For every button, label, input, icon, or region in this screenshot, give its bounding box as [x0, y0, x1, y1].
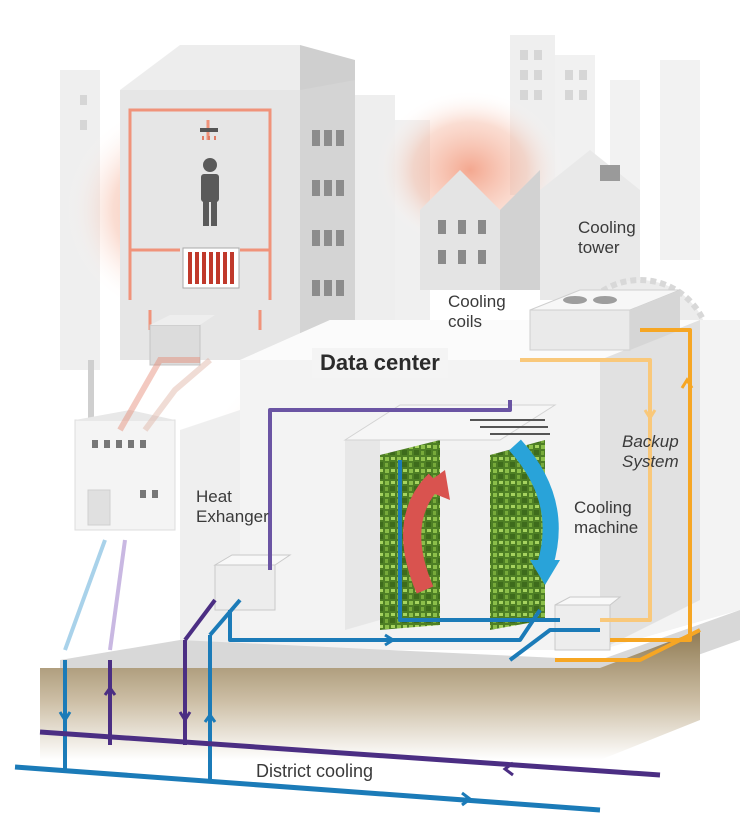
ground: [40, 630, 700, 760]
cooling-tower-label: Cooling tower: [578, 218, 636, 257]
district-return-pipe: [39, 729, 661, 778]
district-supply-pipe: [14, 764, 601, 813]
shower-icon: [200, 128, 218, 140]
radiator-icon: [182, 247, 240, 289]
district-cooling-label: District cooling: [256, 761, 374, 781]
residential-building: [120, 45, 355, 360]
cooling-tower-unit: [529, 289, 681, 351]
rooftop-unit: [149, 315, 215, 366]
backup-system-label: Backup System: [622, 432, 679, 471]
faint-pipe: [63, 539, 107, 651]
person-icon: [201, 158, 219, 226]
background-skyline: [60, 35, 700, 370]
cold-air-arrow: [509, 439, 559, 568]
backup-pipe: [610, 328, 692, 642]
houses: [420, 150, 640, 300]
cold-pipe: [398, 460, 560, 622]
cooling-machine-unit: [554, 596, 622, 651]
server-rack-icon: [343, 404, 557, 630]
heat-exchanger-label: Heat Exhanger: [196, 487, 269, 526]
factory-icon: [74, 360, 176, 531]
data-center-label: Data center: [312, 348, 448, 378]
coil-pipe: [268, 400, 512, 570]
cooling-coils-label: Cooling coils: [448, 292, 506, 331]
cooling-machine-label: Cooling machine: [574, 498, 639, 537]
